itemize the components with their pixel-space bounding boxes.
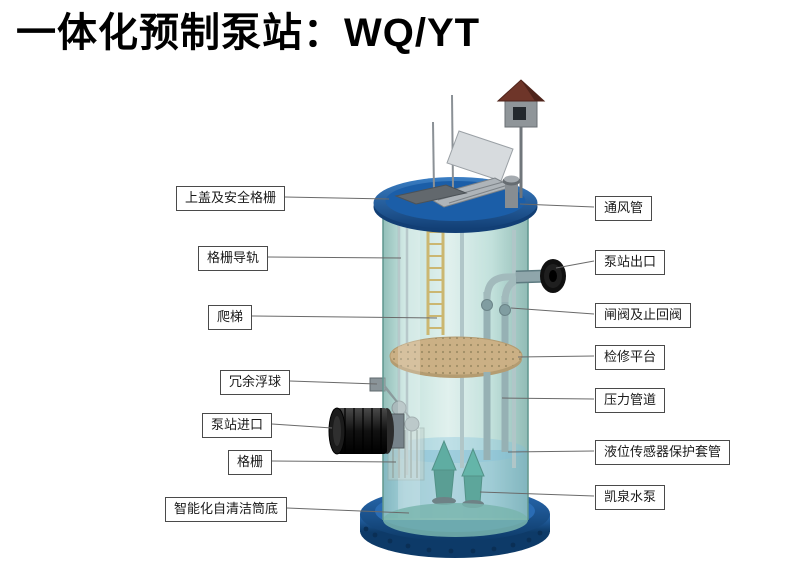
vent-pipe-shape [502, 175, 521, 208]
ladder [426, 225, 445, 335]
maintenance-platform [389, 336, 523, 378]
antenna-pole [432, 121, 435, 193]
label-level-sensor-sleeve: 液位传感器保护套管 [595, 440, 731, 465]
float-balls [369, 377, 420, 432]
open-cover-panel [446, 130, 514, 182]
gate-valve-icon [499, 304, 511, 316]
leader-lines [251, 196, 595, 514]
label-redundant-float: 冗余浮球 [219, 370, 290, 395]
top-cover-hatch [394, 184, 468, 205]
label-maintenance-platform: 检修平台 [595, 345, 666, 370]
label-top-cover-safety-grille: 上盖及安全格栅 [175, 186, 285, 211]
label-self-cleaning-bottom: 智能化自清洁筒底 [164, 497, 287, 522]
label-vent-pipe: 通风管 [595, 196, 653, 221]
page-title: 一体化预制泵站：WQ/YT [16, 11, 481, 55]
station-inlet-pipe [328, 407, 405, 455]
label-grille-guide-rail: 格栅导轨 [197, 246, 268, 271]
label-gate-check-valve: 闸阀及止回阀 [595, 303, 692, 328]
label-ladder: 爬梯 [207, 305, 252, 330]
label-pressure-pipe: 压力管道 [595, 388, 666, 413]
flange-bolts [363, 526, 543, 554]
roof-equipment [394, 79, 546, 208]
label-station-outlet: 泵站出口 [595, 250, 666, 275]
pumps [431, 439, 485, 508]
label-grille: 格栅 [227, 450, 272, 475]
check-valve-icon [481, 299, 493, 311]
station-outlet [515, 259, 566, 293]
tank-body [369, 205, 541, 537]
antenna-pole [451, 94, 454, 189]
control-box-mast [496, 79, 546, 198]
label-kaiquan-pump: 凯泉水泵 [595, 485, 666, 510]
label-station-inlet: 泵站进口 [201, 413, 272, 438]
pipe-stubs [483, 372, 509, 460]
